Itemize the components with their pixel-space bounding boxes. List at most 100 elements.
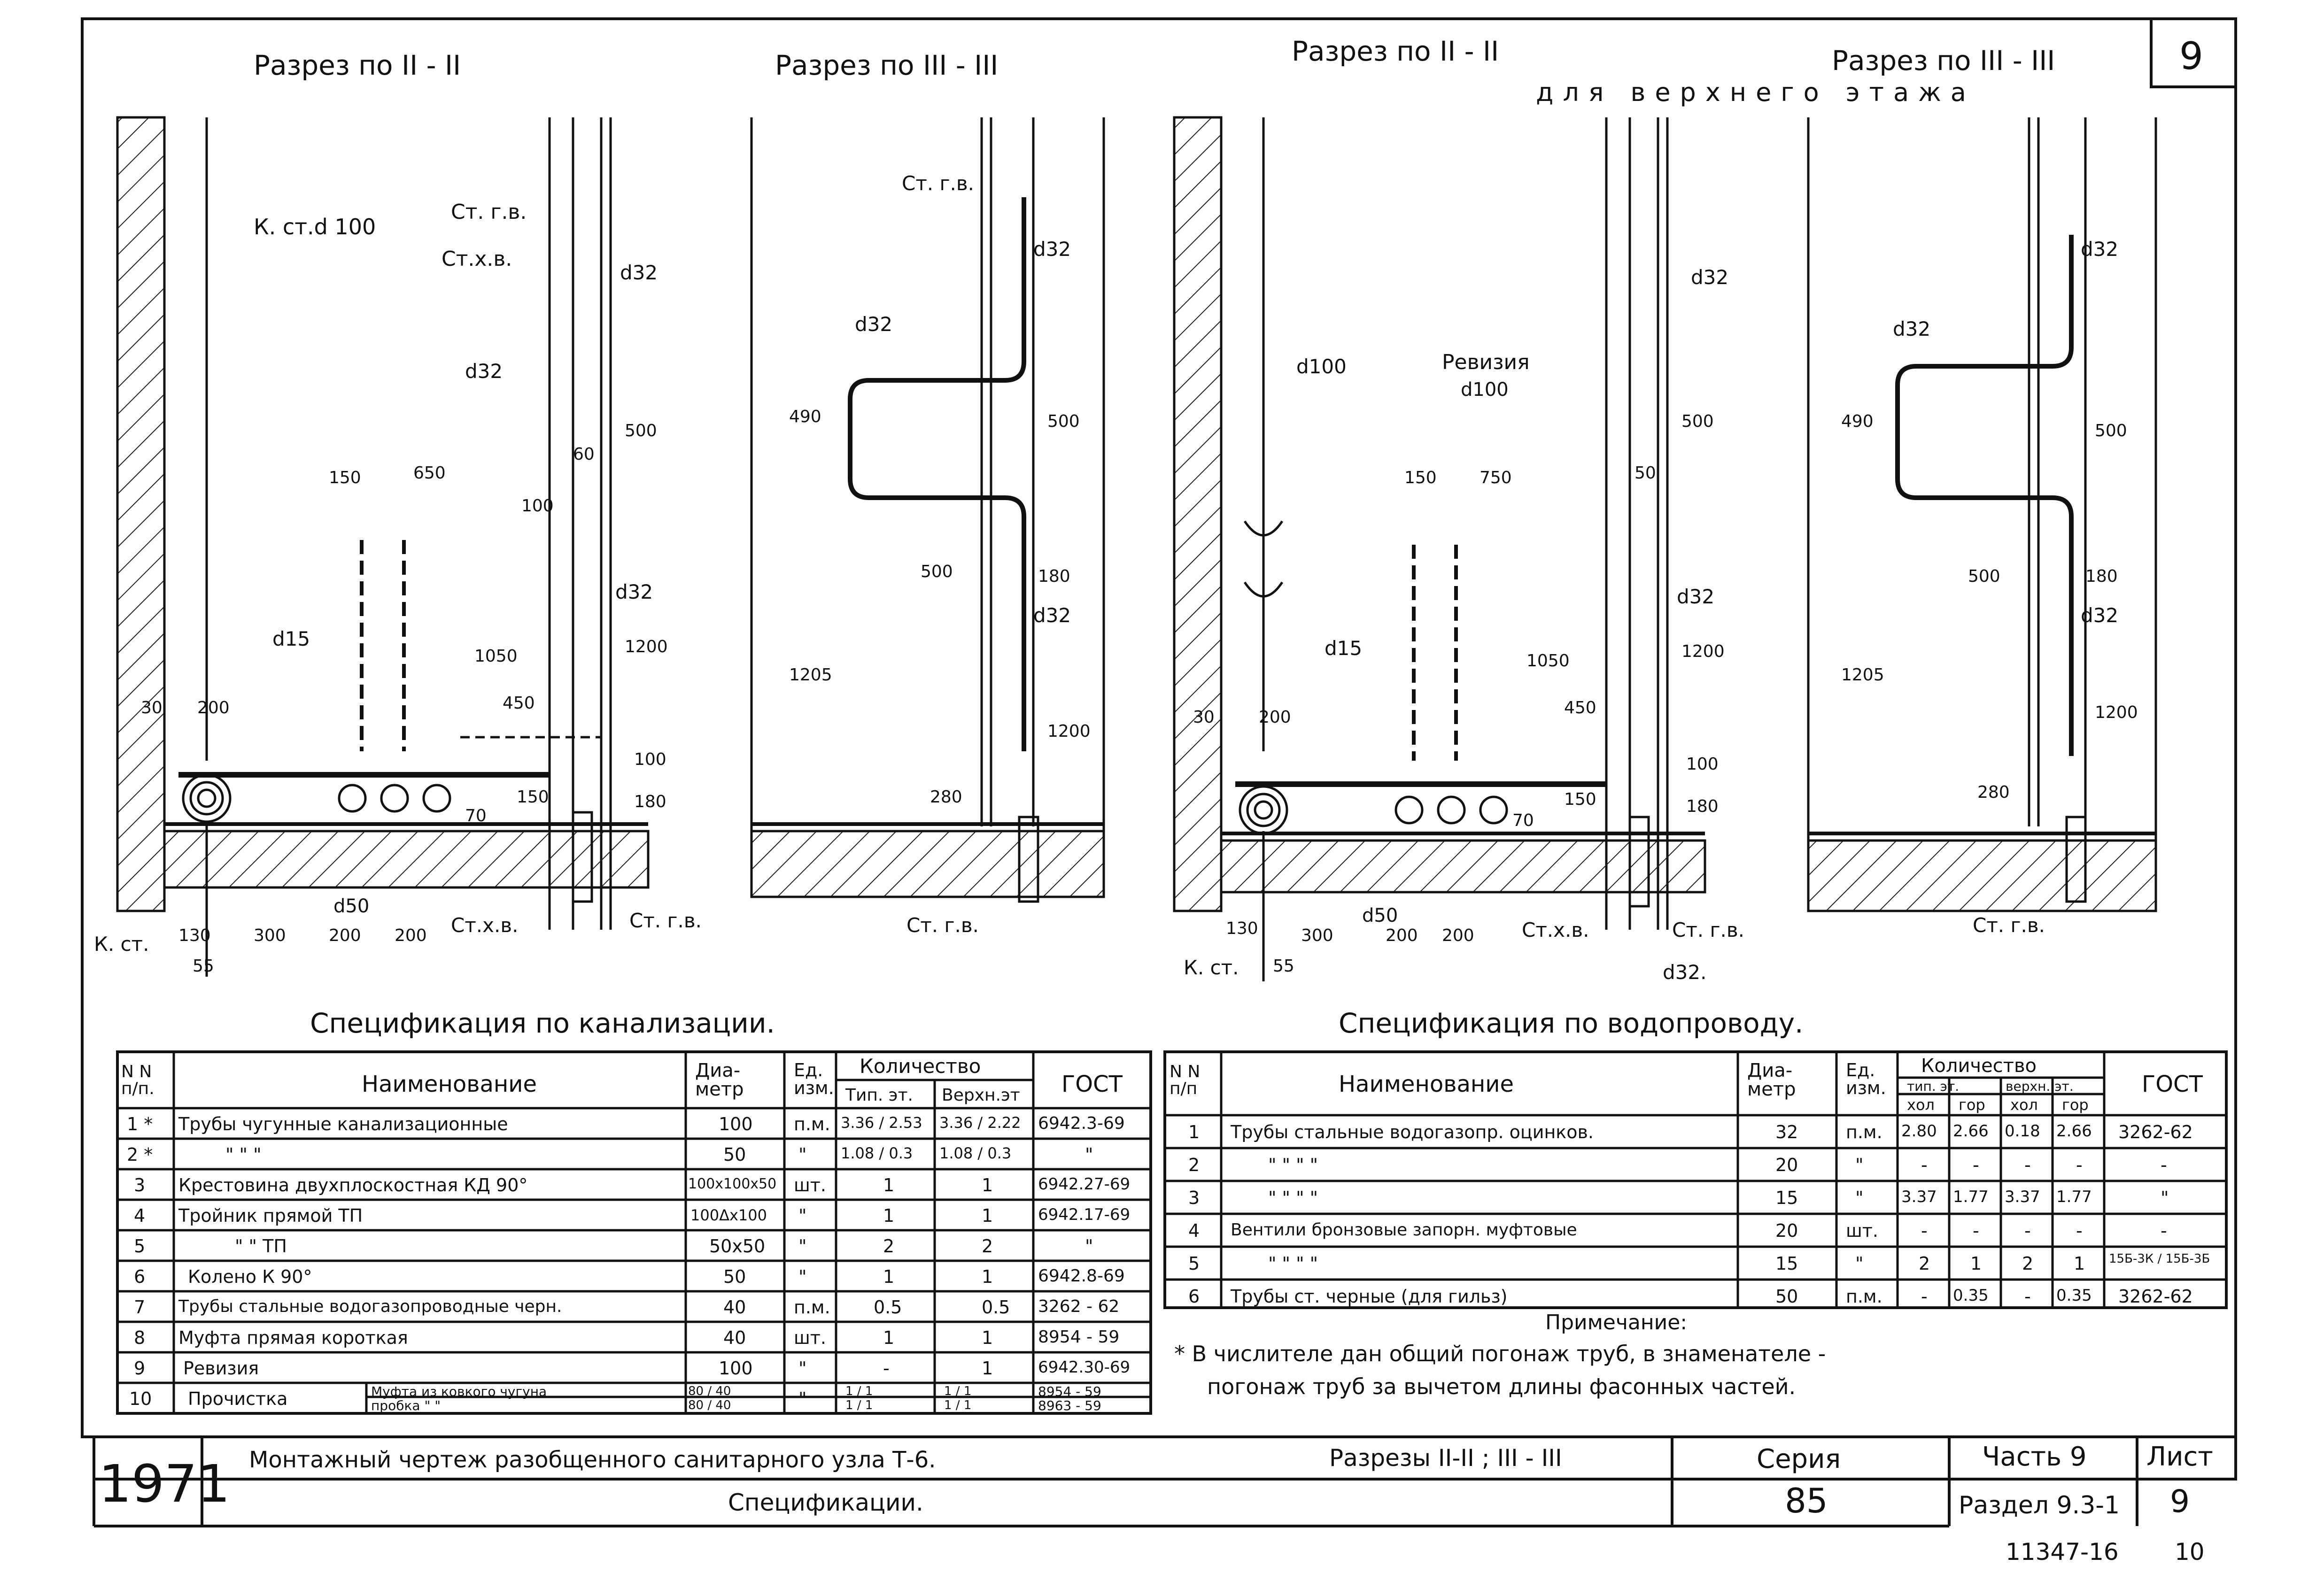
sewer-row-unit: " [798, 1144, 807, 1165]
sewer-row-qty-top: 2 [982, 1236, 993, 1257]
sewer-row-qty-typical: 1 / 1 [845, 1398, 873, 1412]
sewer-header-qty-typical: Тип. эт. [845, 1086, 913, 1105]
sewer-row-diameter: 50 [723, 1144, 746, 1165]
water-row-num: 3 [1188, 1188, 1200, 1208]
water-row-diameter: 15 [1775, 1188, 1798, 1208]
water-row-hot-typ: - [1973, 1155, 1979, 1175]
pipe-diameter-label: d32 [1691, 266, 1729, 289]
dimension-label: 500 [921, 562, 953, 581]
water-row-hot-top: 2.66 [2056, 1122, 2092, 1141]
dimension-label: 200 [1386, 926, 1418, 945]
sewer-row-qty-top: 1 [982, 1175, 993, 1195]
sewer-row-name: Крестовина двухплоскостная КД 90° [178, 1175, 528, 1195]
sewer-row-gost: 8954 - 59 [1038, 1384, 1101, 1399]
sewer-row-unit: шт. [794, 1327, 826, 1348]
sewer-row-subitem: Муфта из ковкого чугуна [371, 1384, 547, 1399]
sewer-row-num: 2 * [127, 1144, 153, 1165]
water-row-num: 1 [1188, 1122, 1200, 1142]
water-header-hot: гор [1959, 1096, 1985, 1114]
water-row-gost: 3262-62 [2118, 1286, 2193, 1307]
sewer-row-qty-typical: 1 [883, 1266, 895, 1287]
water-row-unit: шт. [1846, 1220, 1878, 1241]
dimension-label: 70 [1512, 811, 1534, 830]
sewer-riser-short-label: К. ст. [1184, 956, 1239, 979]
dimension-label: 1050 [474, 647, 518, 666]
section-4-drawing [1807, 117, 2157, 912]
sewer-row-gost: 6942.3-69 [1038, 1114, 1125, 1133]
sewer-row-num: 8 [134, 1327, 146, 1348]
dimension-label: 450 [503, 694, 535, 713]
water-row-hot-top: - [2076, 1220, 2083, 1241]
pipe-diameter-label: d15 [272, 627, 310, 650]
pipe-diameter-label: d32. [1663, 961, 1707, 984]
year: 1971 [99, 1454, 230, 1514]
sewer-row-qty-typical: 0.5 [874, 1297, 902, 1318]
sewer-row-diameter: 50 [723, 1266, 746, 1287]
sewer-row-name: Муфта прямая короткая [178, 1327, 408, 1348]
water-row-hot-top: 1.77 [2056, 1188, 2092, 1206]
cold-water-riser-label: Ст.х.в. [451, 914, 519, 937]
dimension-label: 300 [254, 926, 286, 945]
dimension-label: 500 [625, 421, 657, 440]
drawing-title: Монтажный чертеж разобщенного санитарног… [249, 1447, 936, 1473]
sewer-row-qty-typical: - [883, 1358, 890, 1379]
hot-water-riser-label: Ст. г.в. [629, 909, 702, 932]
sewer-row-gost: 6942.27-69 [1038, 1175, 1131, 1194]
water-row-diameter: 20 [1775, 1155, 1798, 1175]
sewer-row-subitem: пробка " " [371, 1398, 441, 1413]
water-row-hot-top: 1 [2074, 1253, 2085, 1274]
sewer-row-qty-typical: 1 [883, 1175, 895, 1195]
dimension-label: 1205 [1841, 665, 1884, 685]
pipe-diameter-label: d32 [1677, 585, 1715, 608]
dimension-label: 200 [197, 698, 230, 717]
hot-water-riser-label: Ст. г.в. [1973, 914, 2045, 937]
pipe-diameter-label: d32 [465, 360, 503, 383]
water-row-num: 5 [1188, 1253, 1200, 1274]
dimension-label: 500 [1047, 412, 1080, 431]
water-header-name: Наименование [1339, 1071, 1514, 1097]
sewer-row-unit: " [798, 1266, 807, 1287]
dimension-label: 200 [1442, 926, 1474, 945]
section-3-title: Разрез по II - II [1292, 35, 1499, 67]
water-spec-grid [1163, 1050, 2228, 1309]
sewer-row-diameter: 100Δx100 [690, 1206, 767, 1224]
hot-water-riser-label: Ст. г.в. [451, 200, 527, 224]
sheet-number: 9 [2179, 34, 2203, 78]
sewer-header-name: Наименование [362, 1071, 537, 1097]
water-row-hot-typ: - [1973, 1220, 1979, 1241]
sewer-row-gost: 6942.30-69 [1038, 1358, 1131, 1377]
pipe-diameter-label: d32 [2081, 238, 2119, 261]
sewer-row-qty-typical: 1 [883, 1205, 895, 1226]
note-line-2: погонаж труб за вычетом длины фасонных ч… [1207, 1374, 1796, 1399]
sewer-row-gost: 8963 - 59 [1038, 1398, 1101, 1413]
sewer-row-unit: " [798, 1358, 807, 1379]
dimension-label: 180 [634, 792, 666, 811]
water-header-top: верхн. эт. [2006, 1079, 2074, 1094]
water-row-gost: 3262-62 [2118, 1122, 2193, 1142]
sewer-row-num: 5 [134, 1236, 146, 1257]
water-row-cold-typ: 2 [1919, 1253, 1930, 1274]
dimension-label: 200 [329, 926, 361, 945]
dimension-label: 50 [1635, 463, 1656, 483]
sewer-row-gost: 8954 - 59 [1038, 1327, 1120, 1347]
water-header-cold: хол [1907, 1096, 1935, 1114]
sewer-row-diameter: 80 / 40 [688, 1384, 731, 1398]
sewer-row-name: " " ТП [235, 1236, 287, 1257]
water-row-unit: п.м. [1846, 1122, 1882, 1142]
dimension-label: 1200 [2095, 703, 2138, 722]
sheet-label: Лист [2146, 1442, 2213, 1472]
sewer-row-qty-typical: 1 [883, 1327, 895, 1348]
sewer-row-qty-top: 1 / 1 [944, 1398, 972, 1412]
sewer-row-diameter: 50x50 [709, 1236, 766, 1257]
water-row-unit: " [1855, 1253, 1864, 1274]
dimension-label: 100 [634, 750, 666, 769]
title-block-grid [93, 1435, 2236, 1527]
sewer-spec-grid [116, 1050, 1152, 1415]
section-2-title: Разрез по III - III [775, 49, 999, 81]
dimension-label: 200 [1259, 708, 1291, 727]
sewer-row-gost: " [1085, 1236, 1093, 1257]
sewer-row-diameter: 100 [719, 1358, 753, 1379]
dimension-label: 1050 [1526, 651, 1570, 671]
sewer-row-unit: п.м. [794, 1297, 830, 1318]
